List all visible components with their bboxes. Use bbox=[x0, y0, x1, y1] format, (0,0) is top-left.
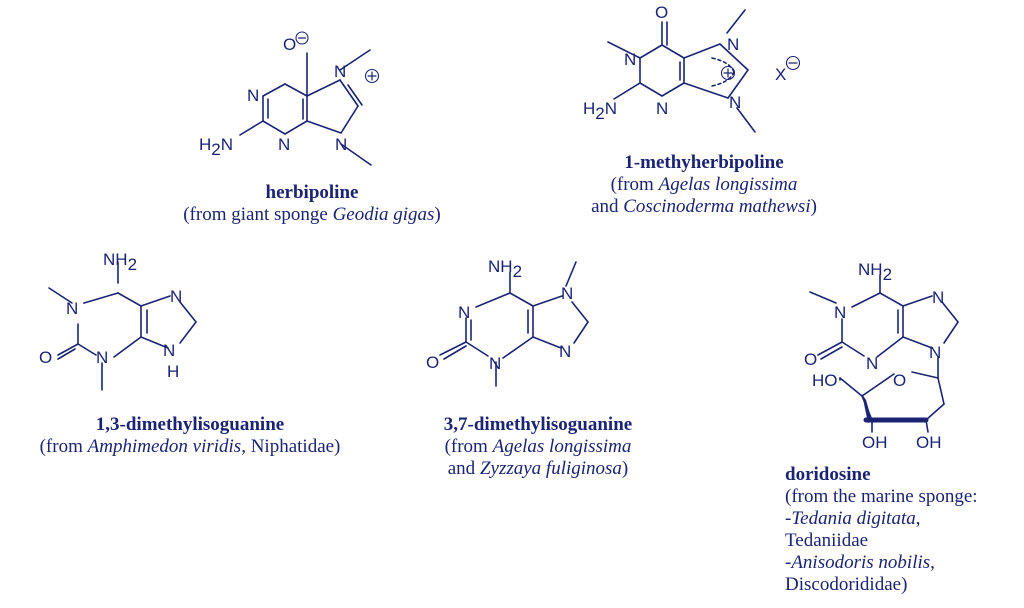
methyherbipoline-atom-n7: N bbox=[727, 35, 739, 54]
herbipoline-atom-n9: N bbox=[335, 135, 347, 154]
doridosine-source-line1: (from the marine sponge: bbox=[785, 486, 978, 507]
doridosine-source-line4: -Anisodoris nobilis, bbox=[785, 552, 935, 573]
doridosine-source-line3: Tedaniidae bbox=[785, 530, 869, 551]
methyherbipoline-caption: 1-methyherbipoline (from Agelas longissi… bbox=[554, 152, 854, 218]
herbipoline-atom-n1: N bbox=[247, 86, 259, 105]
dmig37-amine-nh2: NH2 bbox=[488, 257, 522, 281]
dmig37-atom-o: O bbox=[426, 353, 439, 372]
dmig13-amine-nh2: NH2 bbox=[103, 250, 137, 274]
herbipoline-name: herbipoline bbox=[265, 182, 359, 203]
dmig13-atom-n3: N bbox=[96, 348, 108, 367]
dmig13-atom-n7: N bbox=[170, 287, 182, 306]
dmig13-atom-h9: H bbox=[167, 362, 179, 381]
doridosine-hydroxyl-2: OH bbox=[862, 433, 888, 452]
methyherbipoline-source-line1: (from Agelas longissima bbox=[610, 174, 798, 195]
dmig37-atom-n7: N bbox=[561, 284, 573, 303]
doridosine-atom-n9: N bbox=[929, 343, 941, 362]
doridosine-source-line5: Discodorididae) bbox=[785, 574, 908, 595]
dmig13-atom-n9: N bbox=[163, 341, 175, 360]
doridosine-atom-n7: N bbox=[932, 288, 944, 307]
dmig37-caption: 3,7-dimethylisoguanine (from Agelas long… bbox=[400, 414, 676, 480]
herbipoline-amine-h2n: H2N bbox=[199, 135, 233, 159]
methyherbipoline-negative-charge-icon bbox=[785, 55, 801, 71]
herbipoline-atom-o: O bbox=[283, 35, 296, 54]
methyherbipoline-name: 1-methyherbipoline bbox=[624, 152, 784, 173]
dmig13-source: (from Amphimedon viridis, Niphatidae) bbox=[39, 436, 341, 457]
dmig37-source-line1: (from Agelas longissima bbox=[444, 436, 632, 457]
dimethylisoguanine-37-structure: NH2 N N N N O bbox=[426, 257, 589, 387]
doridosine-atom-o2: O bbox=[804, 350, 817, 369]
dmig13-caption: 1,3-dimethylisoguanine (from Amphimedon … bbox=[0, 414, 380, 458]
methyherbipoline-counterion-x: X bbox=[775, 65, 786, 84]
methyherbipoline-atom-n3: N bbox=[656, 99, 668, 118]
methyherbipoline-atom-n1: N bbox=[624, 50, 636, 69]
herbipoline-atom-n7: N bbox=[334, 62, 346, 81]
dmig37-atom-n1: N bbox=[458, 303, 470, 322]
methyherbipoline-positive-charge-icon bbox=[720, 65, 736, 81]
methyherbipoline-amine-h2n: H2N bbox=[583, 99, 617, 123]
dmig37-atom-n9: N bbox=[559, 342, 571, 361]
doridosine-source-line2: -Tedania digitata, bbox=[785, 508, 921, 529]
doridosine-structure: NH2 N N N N O O HO OH OH bbox=[804, 260, 959, 452]
herbipoline-caption: herbipoline (from giant sponge Geodia gi… bbox=[152, 182, 472, 226]
herbipoline-atom-n3: N bbox=[278, 135, 290, 154]
dimethylisoguanine-13-structure: NH2 N N N N H O bbox=[39, 250, 197, 391]
dmig37-atom-n3: N bbox=[489, 354, 501, 373]
methyherbipoline-structure: O N N N N H2N X bbox=[583, 3, 801, 133]
dmig13-name: 1,3-dimethylisoguanine bbox=[95, 414, 285, 435]
doridosine-ring-oxygen: O bbox=[893, 371, 906, 390]
doridosine-hydroxyl-3: OH bbox=[916, 433, 942, 452]
methyherbipoline-atom-o: O bbox=[655, 3, 668, 22]
doridosine-atom-n3: N bbox=[866, 354, 878, 373]
dmig13-atom-o: O bbox=[39, 348, 52, 367]
methyherbipoline-atom-n9: N bbox=[729, 93, 741, 112]
herbipoline-structure: N N N N O H2N bbox=[199, 31, 380, 166]
doridosine-amine-nh2: NH2 bbox=[858, 260, 892, 284]
dmig37-name: 3,7-dimethylisoguanine bbox=[443, 414, 633, 435]
herbipoline-negative-charge-icon bbox=[295, 31, 309, 45]
doridosine-hydroxyl-5: HO bbox=[812, 371, 838, 390]
doridosine-caption: doridosine (from the marine sponge: -Ted… bbox=[785, 464, 1023, 596]
methyherbipoline-source-line2: and Coscinoderma mathewsi) bbox=[591, 196, 817, 217]
herbipoline-positive-charge-icon bbox=[364, 68, 380, 84]
dmig13-atom-n1: N bbox=[66, 299, 78, 318]
doridosine-atom-n1: N bbox=[834, 303, 846, 322]
doridosine-name: doridosine bbox=[785, 464, 871, 485]
dmig37-source-line2: and Zyzzaya fuliginosa) bbox=[447, 458, 629, 479]
herbipoline-source: (from giant sponge Geodia gigas) bbox=[183, 204, 441, 225]
